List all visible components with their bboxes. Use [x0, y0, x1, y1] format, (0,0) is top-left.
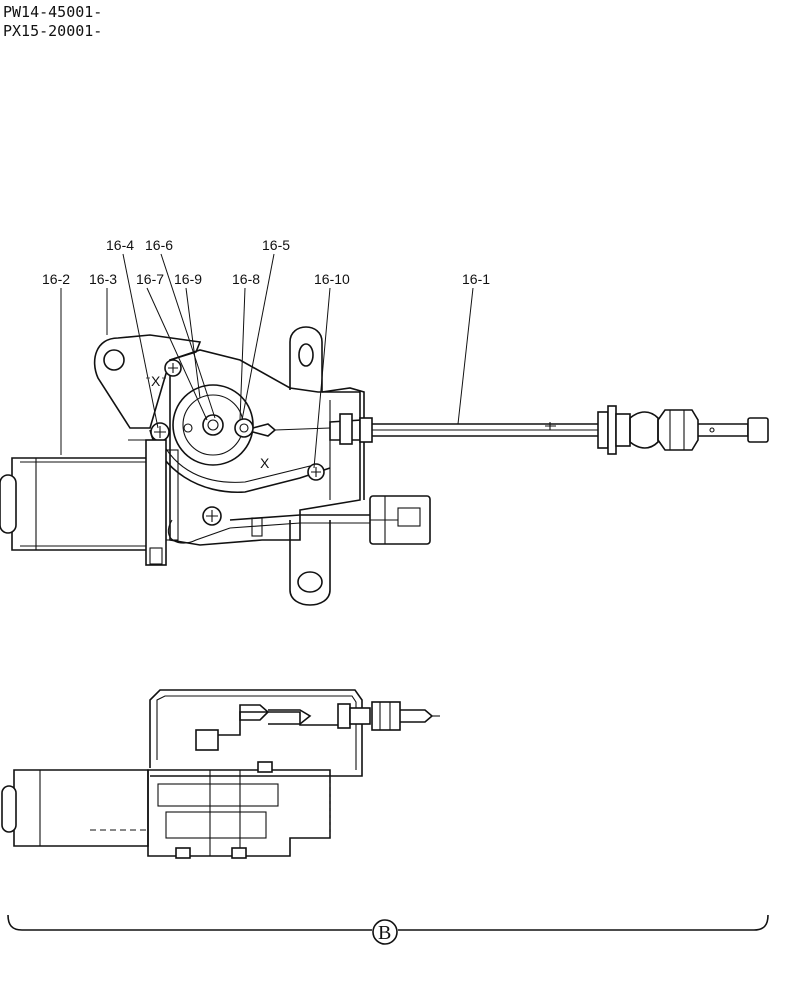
bolt-16-4 [150, 422, 170, 442]
bracket-left-hole [103, 349, 125, 371]
side-foot-1 [175, 847, 191, 859]
side-housing-inner [156, 695, 357, 770]
wire-loop [167, 519, 231, 544]
side-cable-end [268, 709, 312, 725]
callout-16-4: 16-4 [106, 237, 134, 253]
motor-16-2 [0, 439, 179, 566]
side-gearbox-body [147, 769, 331, 857]
callout-16-1: 16-1 [462, 271, 490, 287]
serial-number-2: PX15-20001- [3, 22, 103, 40]
bracket-side-flange [321, 387, 365, 500]
wire-harness-lower [229, 522, 370, 529]
bracket-top-hole [298, 343, 314, 367]
bracket-top-ear [289, 326, 323, 392]
view-b-label: B [378, 922, 391, 944]
callout-16-7: 16-7 [136, 271, 164, 287]
side-housing-cover [149, 689, 363, 777]
bolt-16-10 [307, 463, 325, 481]
electrical-connector [369, 495, 431, 545]
bolt-top-left [164, 359, 182, 377]
callout-16-2: 16-2 [42, 271, 70, 287]
cable-end-link [252, 423, 277, 437]
top-view-assembly: X X [0, 237, 769, 606]
side-foot-2 [231, 847, 247, 859]
drum-center-nut [202, 414, 224, 436]
callout-16-5: 16-5 [262, 237, 290, 253]
svg-text:X: X [151, 373, 161, 389]
callout-16-3: 16-3 [89, 271, 117, 287]
side-view-assembly [1, 689, 440, 859]
side-link [239, 704, 270, 721]
bracket-bottom-ear [289, 520, 331, 606]
small-pin [183, 423, 193, 433]
side-cable-bracket [200, 711, 340, 736]
nut-16-5-bore [239, 423, 249, 433]
serial-number-1: PW14-45001- [3, 3, 103, 21]
callout-16-10: 16-10 [314, 271, 350, 287]
side-top-bolt [257, 761, 273, 773]
serial-number-block: PW14-45001- PX15-20001- [3, 3, 102, 41]
cable-link-rod [274, 427, 331, 431]
callout-leaders [60, 253, 474, 469]
x-mark-2: X [260, 455, 270, 471]
svg-text:X: X [260, 455, 270, 471]
side-motor [1, 769, 149, 847]
control-cable-16-1 [329, 405, 769, 455]
side-gear-plate-2 [165, 811, 267, 839]
view-b-circle [372, 919, 398, 945]
callout-16-8: 16-8 [232, 271, 260, 287]
nut-16-5 [234, 418, 254, 438]
cable-mark [545, 422, 556, 430]
main-bracket-plate [169, 349, 361, 546]
bracket-left-ear [93, 334, 202, 429]
bolt-bottom [202, 506, 222, 526]
side-gear-plate [157, 783, 279, 807]
drum-center-bore [207, 419, 219, 431]
callout-16-6: 16-6 [145, 237, 173, 253]
callout-16-9: 16-9 [174, 271, 202, 287]
bracket-bottom-hole [297, 571, 323, 593]
side-bracket-bolt [195, 729, 219, 751]
view-b-brace: B [7, 914, 769, 945]
side-cable-adjuster [337, 701, 440, 731]
harness-clip [251, 517, 263, 537]
